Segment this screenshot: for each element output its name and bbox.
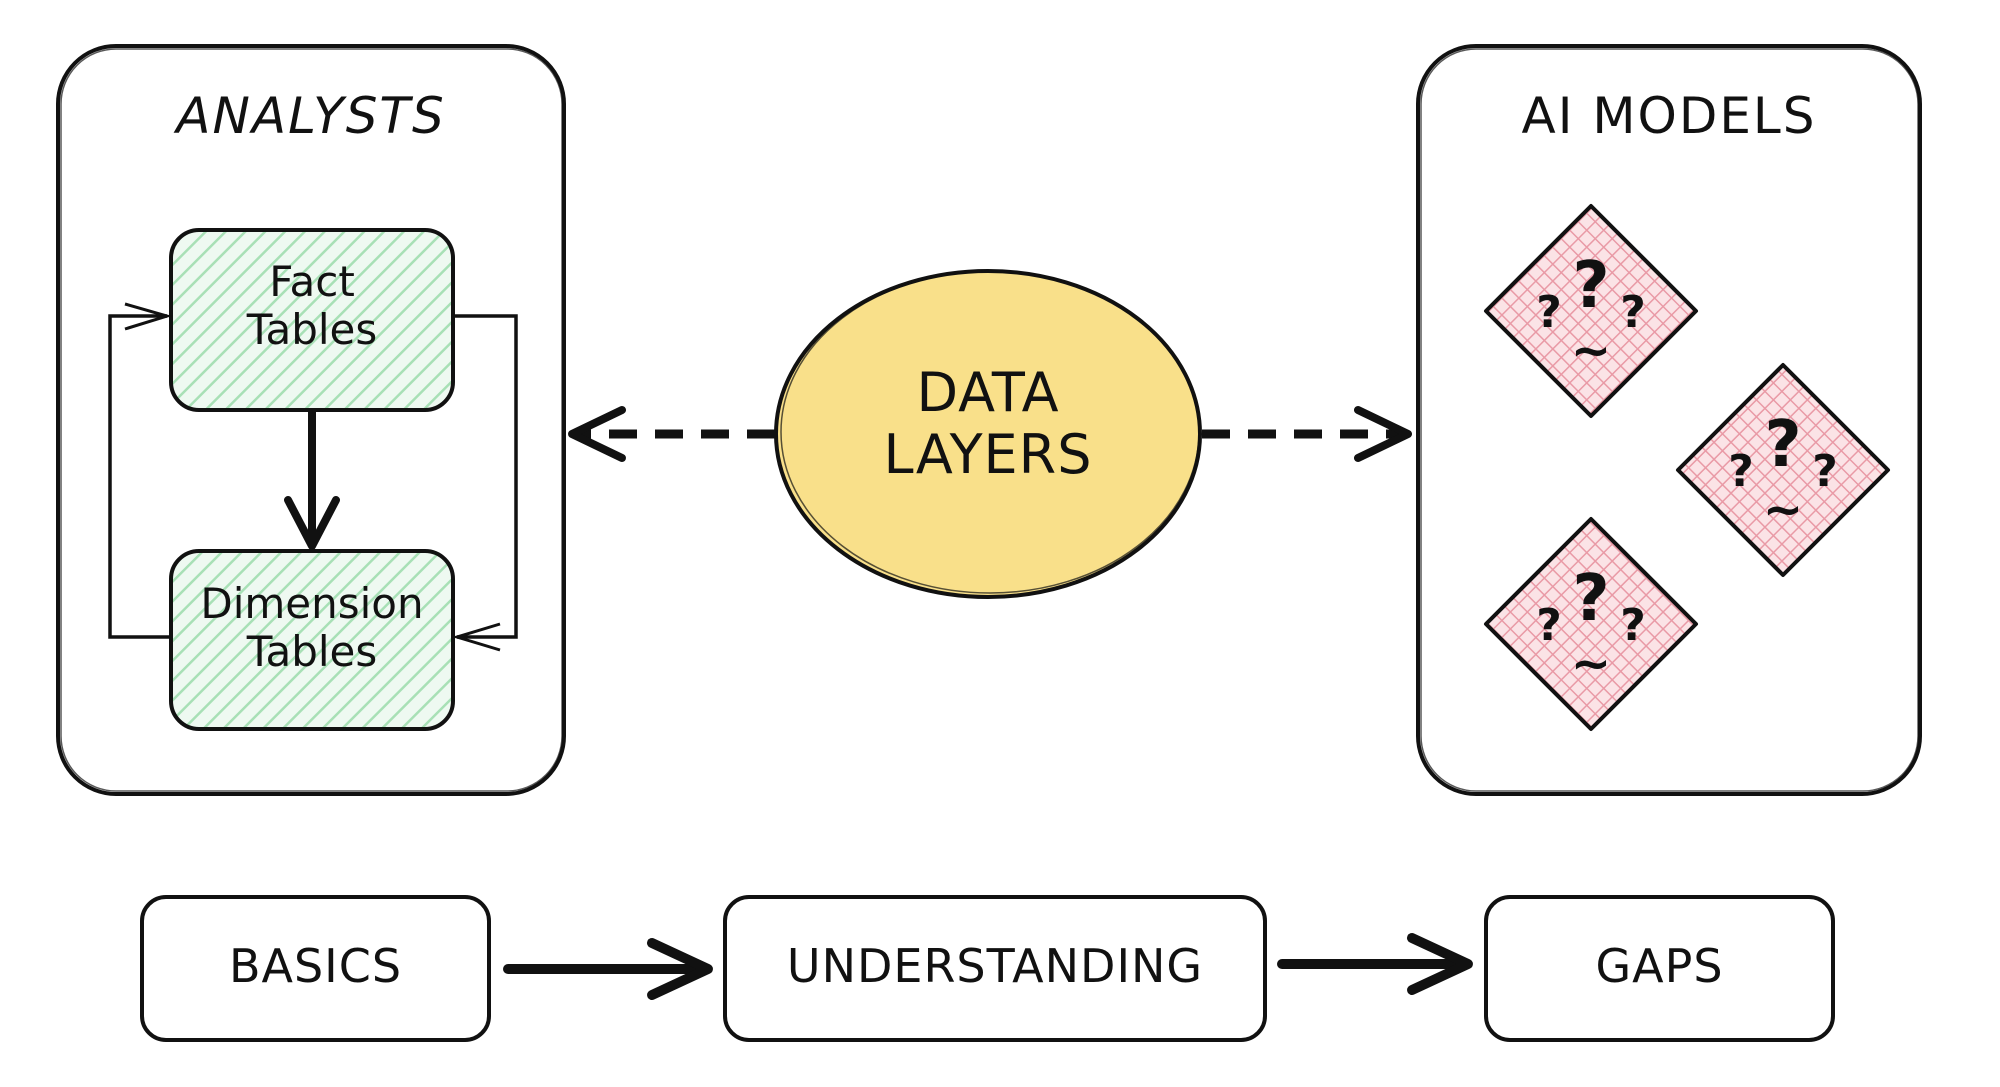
analysts-panel xyxy=(56,44,566,796)
hub-to-analysts-arrow xyxy=(568,406,775,462)
fact-tables-box[interactable] xyxy=(169,228,455,412)
tilde-icon: ~ xyxy=(1763,482,1803,538)
flow-step-basics-label: BASICS xyxy=(228,939,403,993)
fact-to-dimension-loop-arrow xyxy=(451,314,518,652)
question-mark-icon: ? xyxy=(1620,287,1646,338)
data-layers-label: DATA LAYERS xyxy=(776,361,1200,487)
analysts-title: ANALYSTS xyxy=(176,87,446,145)
data-layers-hub[interactable] xyxy=(774,269,1202,599)
question-mark-icon: ? xyxy=(1812,446,1838,497)
ai-models-title: AI MODELS xyxy=(1521,87,1817,145)
flow-step-gaps-box[interactable] xyxy=(1484,895,1835,1042)
flow-step-understanding-label: UNDERSTANDING xyxy=(786,939,1204,993)
question-mark-icon: ? xyxy=(1572,249,1609,323)
tilde-icon: ~ xyxy=(1571,323,1611,379)
dimension-to-fact-loop-arrow xyxy=(108,302,173,639)
hub-to-ai-models-arrow xyxy=(1202,406,1412,462)
fact-tables-line2: Tables xyxy=(246,305,378,355)
question-mark-icon: ? xyxy=(1536,600,1562,651)
tilde-icon: ~ xyxy=(1571,636,1611,692)
question-mark-icon: ? xyxy=(1764,408,1801,482)
unknown-model-diamond: ???~ xyxy=(1484,517,1698,731)
fact-tables-line1: Fact xyxy=(269,257,355,306)
understanding-to-gaps-arrow xyxy=(1277,933,1473,995)
dimension-tables-label: Dimension Tables xyxy=(171,579,453,677)
question-mark-icon: ? xyxy=(1572,562,1609,636)
question-mark-icon: ? xyxy=(1620,600,1646,651)
data-layers-line1: DATA xyxy=(916,361,1060,424)
flow-step-understanding-box[interactable] xyxy=(723,895,1267,1042)
data-layers-line2: LAYERS xyxy=(883,423,1093,487)
question-mark-icon: ? xyxy=(1536,287,1562,338)
flow-step-basics-box[interactable] xyxy=(140,895,491,1042)
fact-tables-label: Fact Tables xyxy=(171,257,453,355)
dimension-tables-box[interactable] xyxy=(169,549,455,731)
unknown-model-diamond: ???~ xyxy=(1484,204,1698,418)
question-mark-icon: ? xyxy=(1728,446,1754,497)
ai-models-panel xyxy=(1416,44,1922,796)
flow-step-gaps-label: GAPS xyxy=(1595,939,1724,993)
unknown-model-diamond: ???~ xyxy=(1676,363,1890,577)
basics-to-understanding-arrow xyxy=(503,938,713,1000)
dimension-tables-line2: Tables xyxy=(246,627,378,677)
fact-to-dimension-arrow xyxy=(284,412,340,550)
dimension-tables-line1: Dimension xyxy=(200,579,424,628)
